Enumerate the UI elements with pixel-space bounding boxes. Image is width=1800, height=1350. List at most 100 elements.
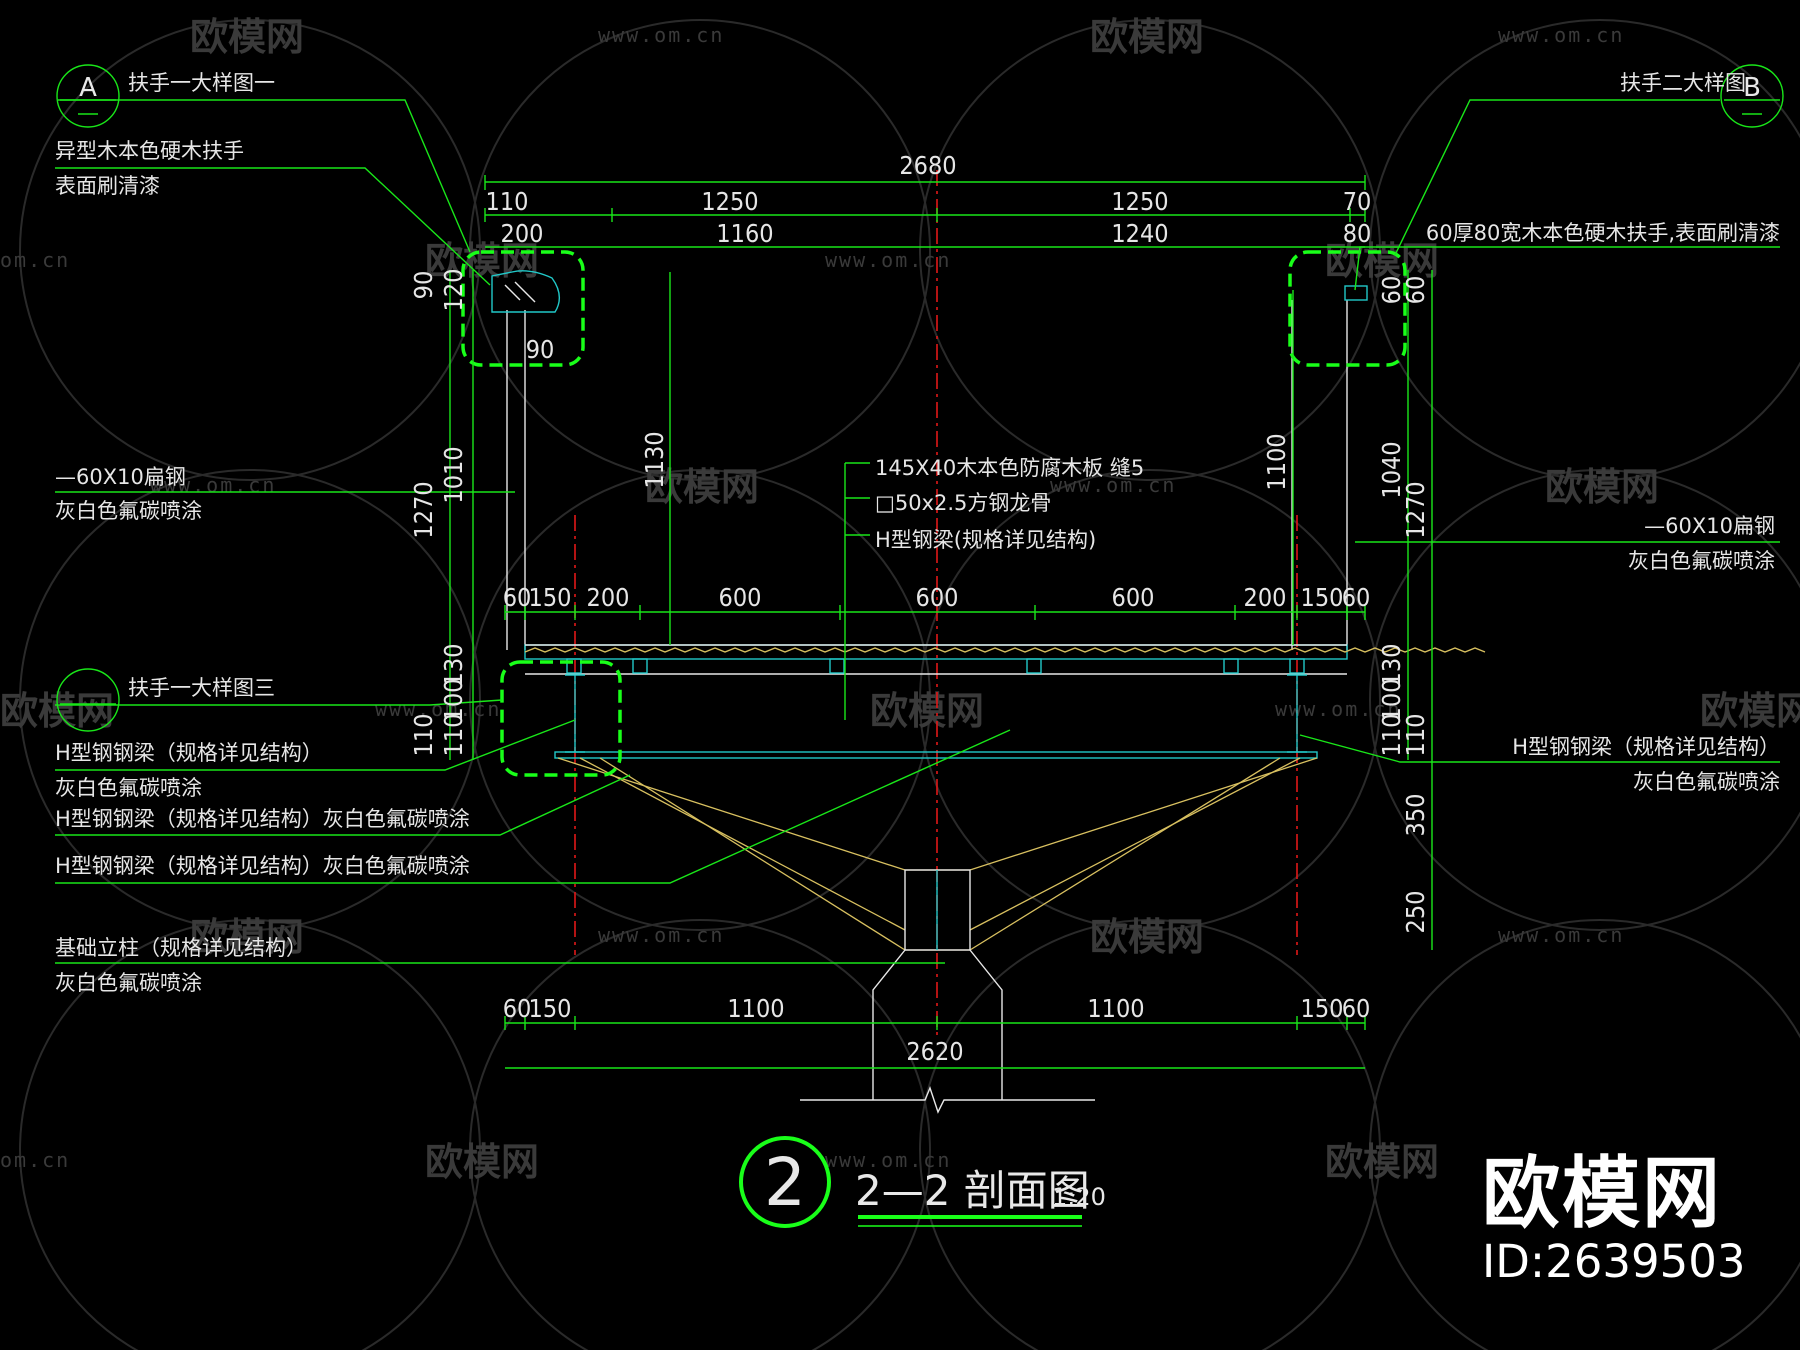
watermark-logo: 欧模网 bbox=[190, 915, 304, 959]
note-left-h-beam-3: H型钢钢梁（规格详见结构）灰白色氟碳喷涂 bbox=[55, 807, 470, 831]
detail-box-a bbox=[461, 250, 585, 367]
dim-left-vertical: 90 bbox=[409, 271, 438, 300]
dim-overall-top: 2680 bbox=[899, 151, 956, 180]
watermark-logo: 欧模网 bbox=[870, 689, 984, 733]
dim-right-vertical: 60 bbox=[1401, 276, 1430, 305]
watermark-logo: 欧模网 bbox=[190, 15, 304, 59]
note-right-h-beam-1: H型钢钢梁（规格详见结构） bbox=[1512, 735, 1780, 759]
dim-top1: 1250 bbox=[701, 187, 758, 216]
note-center-board: 145X40木本色防腐木板 缝5 bbox=[875, 456, 1144, 480]
note-left-column-2: 灰白色氟碳喷涂 bbox=[55, 971, 202, 995]
leader-handrail bbox=[55, 167, 491, 286]
section-number: 2 bbox=[764, 1144, 806, 1221]
note-left-column-1: 基础立柱（规格详见结构） bbox=[55, 936, 307, 960]
watermark-url: www.om.cn bbox=[825, 248, 951, 272]
watermark-url: www.om.cn bbox=[1050, 473, 1176, 497]
brand-id: ID:2639503 bbox=[1482, 1235, 1746, 1288]
dim-left-vertical: 100 bbox=[439, 679, 468, 722]
dim-left-vertical: 1010 bbox=[439, 446, 468, 503]
callout-b-title: 扶手二大样图 bbox=[1620, 71, 1746, 95]
watermark-url: www.om.cn bbox=[1498, 23, 1624, 47]
leader-lines bbox=[55, 99, 1780, 964]
dimension-lines bbox=[449, 175, 1433, 1069]
watermark-url: www.om.cn bbox=[1275, 697, 1401, 721]
dim-top1: 1250 bbox=[1111, 187, 1168, 216]
watermark-url: www.om.cn bbox=[150, 473, 276, 497]
dim-top1: 110 bbox=[486, 187, 529, 216]
section-number-circle bbox=[739, 1136, 831, 1228]
dim-mid: 200 bbox=[587, 583, 630, 612]
detail-box-c bbox=[500, 660, 622, 777]
watermark-url: om.cn bbox=[0, 248, 70, 272]
keel-section bbox=[566, 658, 582, 674]
dim-bottom: 1100 bbox=[727, 994, 784, 1023]
dim-right-vertical: 110 bbox=[1401, 714, 1430, 757]
dim-mid: 200 bbox=[1244, 583, 1287, 612]
note-left-handrail-1: 异型木本色硬木扶手 bbox=[55, 139, 244, 163]
leader-h-beam-3 bbox=[55, 774, 631, 836]
detail-symbols: A B bbox=[56, 64, 1784, 732]
watermark-logo: 欧模网 bbox=[1090, 15, 1204, 59]
dim-handrail-width: 90 bbox=[526, 335, 555, 364]
watermark-url: www.om.cn bbox=[598, 23, 724, 47]
note-right-flat-steel-1: —60X10扁钢 bbox=[1644, 514, 1775, 538]
keel-section bbox=[1223, 658, 1239, 674]
dim-top2: 200 bbox=[501, 219, 544, 248]
watermark-urls: www.om.cn www.om.cn www.om.cn www.om.cn … bbox=[0, 23, 1624, 1172]
detail-symbol-b bbox=[1720, 64, 1784, 128]
dim-bottom: 60 bbox=[503, 994, 532, 1023]
detail-highlights bbox=[461, 250, 1407, 777]
note-left-flat-steel-1: —60X10扁钢 bbox=[55, 465, 186, 489]
break-line bbox=[800, 1086, 1095, 1114]
dim-mid: 60 bbox=[503, 583, 532, 612]
leader-h-beam-left bbox=[55, 719, 576, 771]
right-handrail-profile bbox=[1344, 285, 1368, 301]
dim-left-vertical: 110 bbox=[439, 714, 468, 757]
watermark-url: www.om.cn bbox=[1498, 923, 1624, 947]
left-handrail-hatch bbox=[514, 281, 536, 303]
brand-name: 欧模网 bbox=[1482, 1149, 1723, 1239]
dim-ticks-mid bbox=[504, 605, 1366, 620]
leader-handrail-right bbox=[1354, 246, 1780, 291]
note-left-h-beam-2: 灰白色氟碳喷涂 bbox=[55, 776, 202, 800]
brand-watermark: 欧模网 ID:2639503 bbox=[1482, 1149, 1746, 1288]
watermark-logo: 欧模网 bbox=[425, 1140, 539, 1184]
note-right-handrail: 60厚80宽木本色硬木扶手,表面刷清漆 bbox=[1426, 221, 1780, 245]
drawing-title-block: 2 2—2 剖面图 1:20 bbox=[739, 1136, 1106, 1228]
dim-top1: 70 bbox=[1343, 187, 1372, 216]
dim-left-vertical: 110 bbox=[409, 714, 438, 757]
dim-mid: 60 bbox=[1342, 583, 1371, 612]
keel-section bbox=[829, 658, 845, 674]
dim-overall-bottom: 2620 bbox=[906, 1037, 963, 1066]
bottom-girder-flange bbox=[554, 751, 1318, 759]
dim-right-vertical: 250 bbox=[1401, 891, 1430, 934]
keel-sections bbox=[566, 658, 1305, 674]
watermark-logo: 欧模网 bbox=[1700, 689, 1800, 733]
dim-mid: 600 bbox=[719, 583, 762, 612]
dim-ticks-bottom bbox=[504, 1016, 1366, 1030]
dim-bottom: 60 bbox=[1342, 994, 1371, 1023]
section-title: 2—2 剖面图 bbox=[855, 1166, 1090, 1215]
left-handrail-profile bbox=[491, 270, 560, 313]
note-left-flat-steel-2: 灰白色氟碳喷涂 bbox=[55, 499, 202, 523]
dim-top2: 1240 bbox=[1111, 219, 1168, 248]
left-handrail-hatch bbox=[504, 284, 521, 301]
dim-top2: 80 bbox=[1343, 219, 1372, 248]
leader-center-notes bbox=[844, 462, 870, 720]
leader-h-beam-4 bbox=[55, 729, 1011, 884]
dim-inner-left-height: 1130 bbox=[640, 431, 669, 488]
detail-symbol-b-letter: B bbox=[1743, 73, 1761, 103]
dim-mid: 150 bbox=[1301, 583, 1344, 612]
detail-symbol-a-letter: A bbox=[79, 73, 97, 103]
watermark-url: www.om.cn bbox=[598, 923, 724, 947]
watermark-circles bbox=[19, 19, 1800, 1350]
keel-section bbox=[1289, 658, 1305, 674]
dim-right-vertical: 1270 bbox=[1401, 481, 1430, 538]
watermark-url: www.om.cn bbox=[825, 1148, 951, 1172]
callout-c-title: 扶手一大样图三 bbox=[128, 676, 275, 700]
dim-mid: 600 bbox=[1112, 583, 1155, 612]
note-left-handrail-2: 表面刷清漆 bbox=[55, 174, 160, 198]
note-center-keel: □50x2.5方钢龙骨 bbox=[875, 491, 1051, 515]
note-right-h-beam-2: 灰白色氟碳喷涂 bbox=[1633, 770, 1780, 794]
